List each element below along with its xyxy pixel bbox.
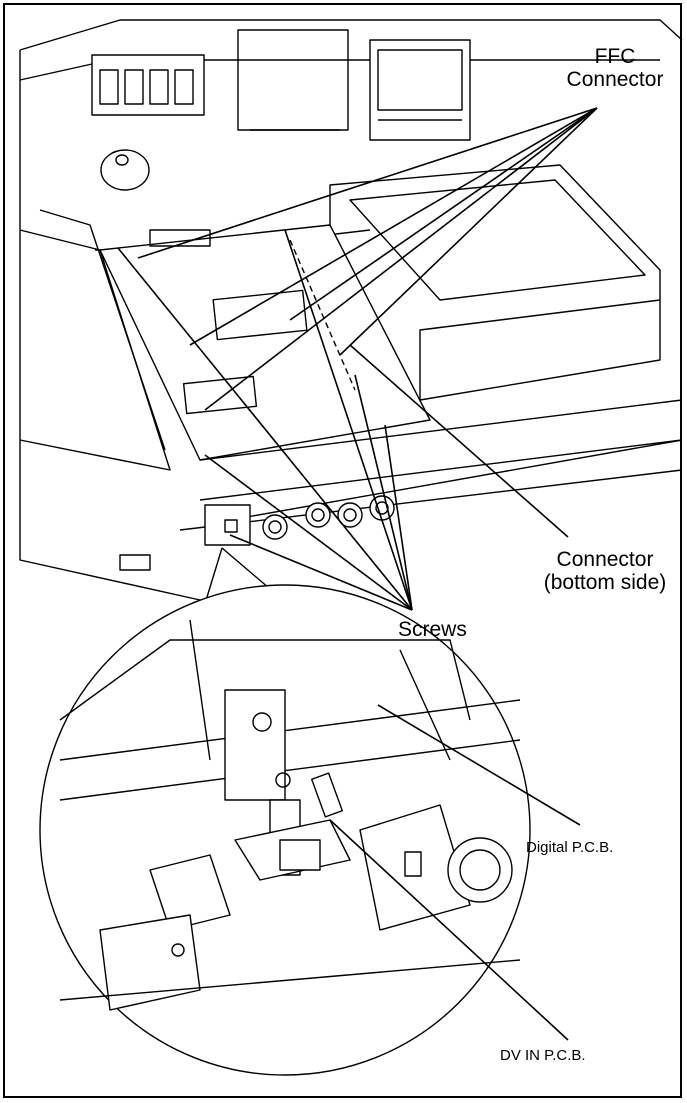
- av-jack-4: [369, 495, 395, 521]
- digital-pcb-leader: [377, 704, 581, 826]
- magnified-detail: [59, 619, 521, 1011]
- av-jack-2: [305, 502, 331, 528]
- dv-in-pcb-leader: [329, 819, 569, 1041]
- av-jack-1: [262, 514, 288, 540]
- ffc-leader-3: [204, 107, 598, 411]
- motor-puck: [100, 149, 150, 191]
- ffc-leader-1: [137, 107, 598, 259]
- power-block: [237, 29, 349, 131]
- ffc-leader-2: [189, 107, 598, 346]
- chassis-outline: [19, 19, 683, 601]
- connector-leader: [349, 344, 569, 538]
- fan-box: [369, 39, 471, 141]
- screw-leader-2: [204, 454, 413, 611]
- connector-bottom-label-line2: (bottom side): [543, 571, 667, 595]
- dv-in-pcb-label: DV IN P.C.B.: [500, 1047, 586, 1064]
- screw-leader-1: [117, 247, 413, 611]
- ffc-connector-label: FFC Connector: [560, 45, 670, 91]
- main-board: [99, 224, 431, 461]
- av-jack-3: [337, 502, 363, 528]
- ffc-connector-label-line2: Connector: [566, 68, 664, 92]
- digital-pcb-label: Digital P.C.B.: [526, 839, 614, 856]
- ffc-leader-5: [339, 107, 598, 356]
- screw-leader-5: [384, 424, 413, 611]
- ffc-connector-label-line1: FFC: [594, 45, 636, 68]
- screws-label: Screws: [398, 618, 467, 641]
- leader-lines: [117, 107, 598, 1041]
- ffc-leader-4: [289, 107, 598, 321]
- screw-leader-3: [229, 534, 413, 611]
- screw-leader-6: [284, 229, 413, 611]
- dv-bracket-top: [204, 504, 251, 546]
- terminal-block: [91, 54, 205, 116]
- connector-bottom-label: Connector (bottom side): [530, 548, 680, 594]
- front-panel: [179, 399, 683, 531]
- connector-bottom-label-line1: Connector: [556, 548, 654, 571]
- screw-leader-4: [354, 374, 413, 611]
